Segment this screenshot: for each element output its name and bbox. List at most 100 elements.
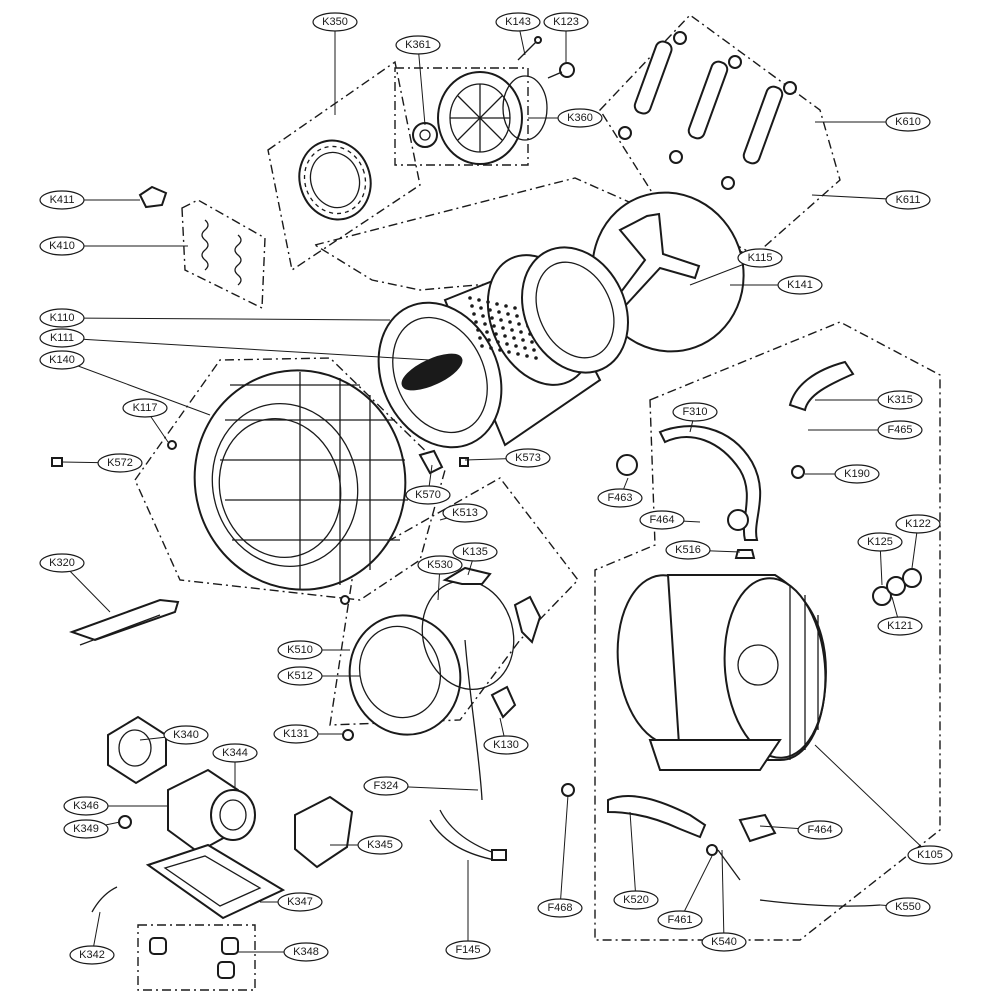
perforation-dot (506, 312, 510, 316)
outline-feet-group (137, 924, 256, 991)
perforation-dot (480, 344, 484, 348)
callout-oval (39, 350, 85, 370)
pulley-part (298, 139, 372, 221)
callout-label: K131 (283, 728, 309, 740)
callout-label: K361 (405, 39, 431, 51)
drain-hose-parts (561, 783, 881, 907)
callout-oval (557, 108, 603, 128)
callout-oval (597, 488, 643, 508)
callout-oval (885, 190, 931, 210)
callout-k360: K360 (557, 108, 603, 128)
perforation-dot (525, 354, 529, 358)
callout-oval (39, 328, 85, 348)
callout-k140: K140 (39, 350, 85, 370)
callout-f324: F324 (363, 776, 409, 796)
callout-k143: K143 (495, 12, 541, 32)
callout-oval (877, 420, 923, 440)
callout-label: K611 (896, 194, 921, 206)
callout-label: F461 (667, 914, 692, 926)
callout-label: K349 (73, 823, 99, 835)
callout-oval (97, 453, 143, 473)
perforation-dot (503, 334, 507, 338)
callout-k570: K570 (405, 485, 451, 505)
callout-label: K320 (49, 557, 75, 569)
perforation-dot (492, 324, 496, 328)
callout-k344: K344 (212, 743, 258, 763)
callout-label: K410 (49, 240, 75, 252)
callout-k610: K610 (885, 112, 931, 132)
bearing-parts (872, 568, 922, 606)
feet-parts (149, 937, 239, 979)
perforation-dot (516, 352, 520, 356)
callout-label: K516 (675, 544, 701, 556)
callout-k550: K550 (885, 897, 931, 917)
perforation-dot (477, 298, 481, 302)
callout-label: K530 (427, 559, 453, 571)
perforation-dot (468, 296, 472, 300)
outline-door-group (329, 477, 579, 726)
callout-oval (395, 35, 441, 55)
callout-k350: K350 (312, 12, 358, 32)
callout-oval (39, 236, 85, 256)
callout-label: K550 (895, 901, 921, 913)
perforation-dot (517, 322, 521, 326)
perforation-dot (505, 342, 509, 346)
perforation-dot (523, 346, 527, 350)
callout-label: K512 (287, 670, 313, 682)
outline-spring-group (181, 199, 266, 310)
callout-f461: F461 (657, 910, 703, 930)
callout-oval (877, 616, 923, 636)
callout-oval (442, 503, 488, 523)
callout-k121: K121 (877, 616, 923, 636)
callout-k346: K346 (63, 796, 109, 816)
callout-label: K350 (322, 16, 348, 28)
outline-damper-group (599, 14, 841, 256)
callout-oval (537, 898, 583, 918)
perforation-dot (486, 300, 490, 304)
perforation-dot (514, 344, 518, 348)
callout-label: K572 (107, 457, 133, 469)
callout-oval (312, 12, 358, 32)
callout-k115: K115 (737, 248, 783, 268)
callout-k348: K348 (283, 942, 329, 962)
perforation-dot (532, 348, 536, 352)
callout-oval (39, 190, 85, 210)
perforation-dot (504, 304, 508, 308)
leader-f468 (559, 794, 569, 909)
callout-oval (857, 532, 903, 552)
callout-k347: K347 (277, 892, 323, 912)
callout-label: K342 (79, 949, 105, 961)
perforation-dot (497, 310, 501, 314)
callout-oval (701, 932, 747, 952)
callout-label: K135 (462, 546, 488, 558)
callout-k340: K340 (163, 725, 209, 745)
leader-k111 (61, 337, 431, 361)
outline-tub-group (594, 321, 941, 941)
outline-rotor-group (394, 67, 529, 166)
callout-k513: K513 (442, 503, 488, 523)
callout-oval (885, 897, 931, 917)
outline-front-tub-group (134, 357, 446, 601)
callout-oval (283, 942, 329, 962)
callout-k512: K512 (277, 666, 323, 686)
callout-k516: K516 (665, 540, 711, 560)
callout-label: K510 (287, 644, 313, 656)
callout-f463: F463 (597, 488, 643, 508)
callout-f464b: F464 (797, 820, 843, 840)
rotor-part (437, 71, 548, 165)
perforation-dot (489, 346, 493, 350)
callout-label: K122 (905, 518, 931, 530)
callout-k572: K572 (97, 453, 143, 473)
callout-k342: K342 (69, 945, 115, 965)
callout-oval (163, 725, 209, 745)
callout-k611: K611 (885, 190, 931, 210)
callout-k122: K122 (895, 514, 941, 534)
callout-label: K610 (895, 116, 921, 128)
callout-oval (39, 553, 85, 573)
callout-k135: K135 (452, 542, 498, 562)
leader-k540 (721, 849, 725, 943)
callout-oval (657, 910, 703, 930)
callout-label: K344 (222, 747, 248, 759)
